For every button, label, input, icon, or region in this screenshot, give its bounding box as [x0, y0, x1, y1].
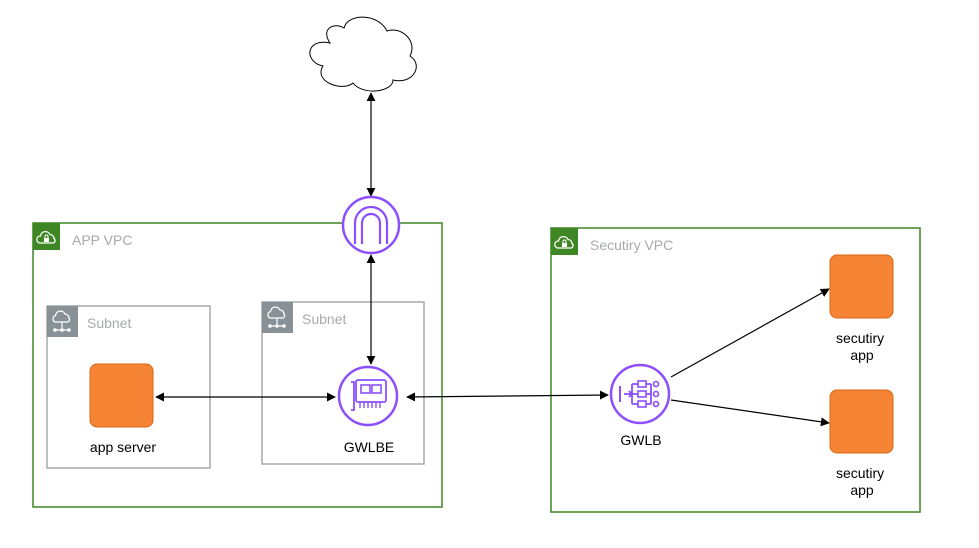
security-app-2-label: secutiry app [836, 465, 888, 498]
gwlbe-label: GWLBE [344, 439, 395, 455]
ec2-instance-icon[interactable] [829, 389, 894, 454]
app-vpc-group: APP VPC [32, 222, 443, 508]
edge-gwlb-secapp2 [670, 399, 830, 427]
subnet-gwlbe-label: Subnet [302, 311, 346, 327]
edge-gwlbe-gwlb [406, 390, 609, 402]
edge-gwlb-secapp1 [670, 288, 830, 378]
subnet-app-group: Subnet [46, 305, 211, 469]
security-app-1-label: secutiry app [836, 330, 888, 363]
subnet-app-label: Subnet [87, 315, 131, 331]
subnet-icon [47, 306, 78, 337]
security-vpc-group: Secutiry VPC [550, 227, 921, 513]
vpc-lock-cloud-icon [551, 228, 578, 255]
ec2-instance-icon[interactable] [829, 254, 894, 319]
gateway-load-balancer-icon[interactable] [609, 363, 671, 425]
cloud-icon [309, 16, 417, 92]
gateway-load-balancer-endpoint-icon[interactable] [337, 365, 399, 427]
subnet-icon [262, 302, 293, 333]
app-server-label: app server [90, 439, 156, 455]
app-vpc-label: APP VPC [72, 232, 132, 248]
vpc-lock-cloud-icon [33, 223, 60, 250]
gwlb-label: GWLB [620, 432, 661, 448]
internet-gateway-icon[interactable] [341, 195, 401, 255]
security-vpc-label: Secutiry VPC [590, 237, 673, 253]
subnet-gwlbe-group: Subnet [261, 301, 425, 465]
ec2-instance-icon[interactable] [89, 363, 154, 428]
